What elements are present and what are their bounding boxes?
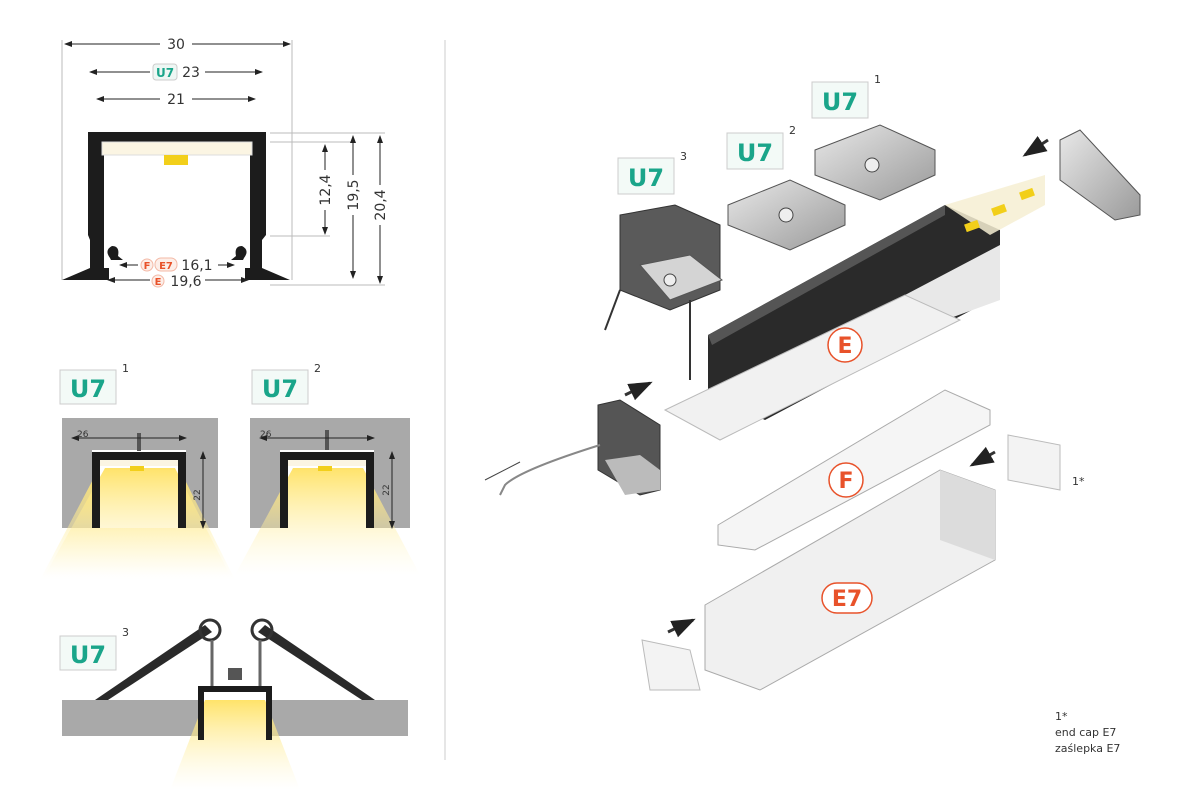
dim-width: 26 <box>77 430 89 440</box>
diffuser-e <box>663 294 962 441</box>
dim-width-inner: 21 <box>167 92 185 108</box>
svg-text:1: 1 <box>122 362 129 375</box>
dim-height: 22 <box>193 489 203 500</box>
svg-text:3: 3 <box>122 626 129 639</box>
dim-width-total: 30 <box>167 37 185 53</box>
badge-e: E <box>155 277 162 288</box>
mount-variant-1: U7 1 26 22 <box>40 362 235 580</box>
arrow-icon <box>969 446 996 467</box>
svg-text:2: 2 <box>789 124 796 137</box>
dim-width-e: 19,6 <box>170 274 201 290</box>
note-line-1: end cap E7 <box>1055 726 1116 739</box>
u7-clip-1-label: U7 <box>822 88 858 116</box>
mount-variant-2: U7 2 26 22 <box>235 362 420 575</box>
arrow-icon <box>624 381 653 401</box>
end-cap-marker: 1* <box>1072 475 1085 488</box>
end-cap-e7 <box>1007 434 1061 491</box>
diffuser-e-label: E <box>837 334 852 359</box>
svg-text:1: 1 <box>874 73 881 86</box>
mount-variant-3: U7 3 <box>59 618 408 790</box>
u7-badge: U7 <box>262 375 298 403</box>
end-cap-right <box>1059 129 1141 221</box>
spring-clip-right <box>258 625 375 700</box>
exploded-view: U7 3 U7 2 U7 1 E <box>484 73 1141 755</box>
dim-height: 22 <box>382 484 392 495</box>
dim-height-mid: 19,5 <box>346 179 362 210</box>
note-line-2: zaślepka E7 <box>1055 742 1120 755</box>
diffuser-f-label: F <box>838 469 853 494</box>
arrow-icon <box>1022 135 1049 157</box>
badge-e7: E7 <box>159 261 173 272</box>
spring-clip-left <box>95 625 212 700</box>
dim-width: 26 <box>260 430 272 440</box>
dim-height-total: 20,4 <box>373 189 389 220</box>
svg-text:3: 3 <box>680 150 687 163</box>
u7-badge <box>152 63 178 81</box>
led-strip <box>945 175 1045 235</box>
end-cap-left <box>641 639 701 691</box>
badge-f: F <box>144 261 151 272</box>
note-marker: 1* <box>1055 710 1068 723</box>
u7-clip-2-label: U7 <box>737 139 773 167</box>
led-chip <box>164 155 188 165</box>
cross-section: 30 U7 23 21 12,4 19,5 20,4 F E7 16 <box>61 37 389 290</box>
dim-width-u7: 23 <box>182 65 200 81</box>
u7-badge: U7 <box>70 375 106 403</box>
dim-height-led: 12,4 <box>318 174 334 205</box>
arrow-icon <box>667 618 696 638</box>
svg-text:2: 2 <box>314 362 321 375</box>
dim-width-f-e7: 16,1 <box>181 258 212 274</box>
diffuser-e7-label: E7 <box>832 587 862 612</box>
svg-text:U7: U7 <box>156 66 174 80</box>
u7-clip-3-label: U7 <box>628 164 664 192</box>
u7-badge: U7 <box>70 641 106 669</box>
led-strip <box>101 141 253 156</box>
